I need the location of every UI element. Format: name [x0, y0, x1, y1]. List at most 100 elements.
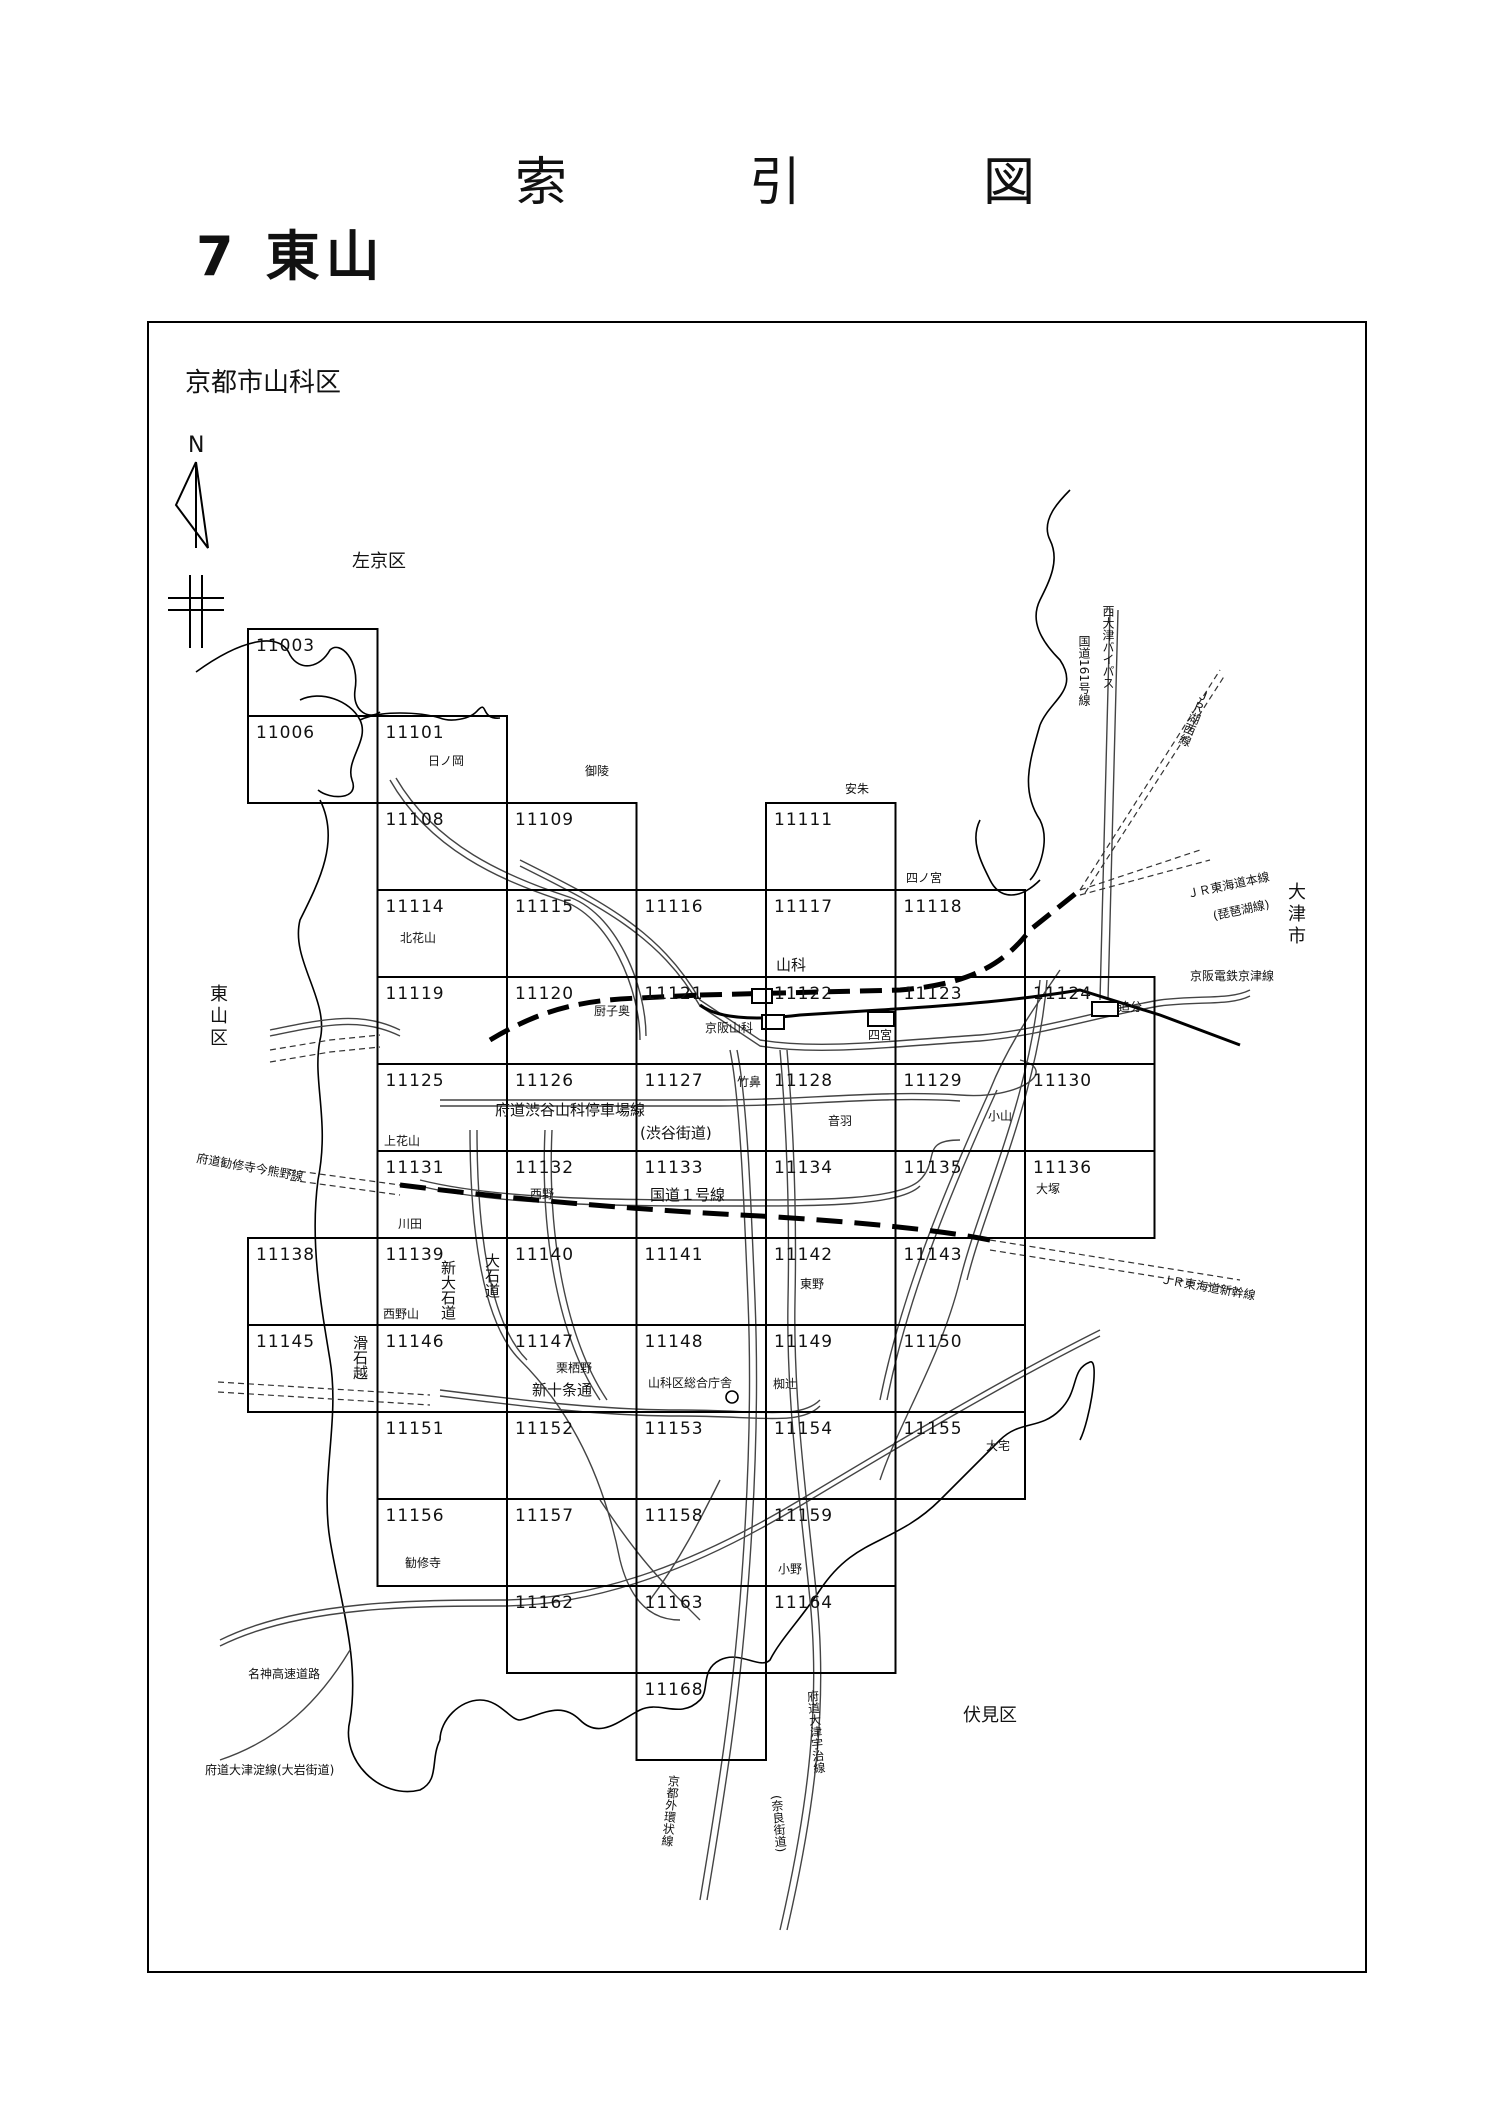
grid-cell-number: 11133 [645, 1158, 704, 1178]
place-oiwake: 追分 [1118, 999, 1142, 1014]
region-higashiyama-char-3: 区 [210, 1028, 228, 1049]
grid-cell[interactable]: 11135 [894, 1150, 1026, 1239]
grid-cell-number: 11126 [515, 1071, 574, 1091]
grid-cell[interactable]: 11138 [247, 1237, 379, 1326]
grid-cell-number: 11128 [774, 1071, 833, 1091]
grid-cell[interactable]: 11157 [506, 1498, 638, 1587]
grid-cell-number: 11101 [386, 723, 445, 743]
place-zushioku: 厨子奥 [594, 1004, 630, 1018]
grid-cell[interactable]: 11116 [635, 889, 767, 978]
grid-cell-number: 11108 [386, 810, 445, 830]
road-meishin: 名神高速道路 [248, 1666, 320, 1681]
grid-cell-number: 11168 [645, 1680, 704, 1700]
road-route1: 国道１号線 [650, 1186, 725, 1204]
rail-lines [217, 669, 1241, 1406]
grid-cell-number: 11162 [515, 1593, 574, 1613]
grid-cell-number: 11118 [904, 897, 963, 917]
grid-cell[interactable]: 11162 [506, 1585, 638, 1674]
grid-cell[interactable]: 11140 [506, 1237, 638, 1326]
road-keihan-keishin: 京阪電鉄京津線 [1190, 968, 1274, 983]
section-number: 7 [196, 225, 240, 288]
grid-cell-border [765, 1585, 897, 1674]
grid-cell-number: 11145 [256, 1332, 315, 1352]
grid-cell[interactable]: 11130 [1024, 1063, 1156, 1152]
ward-label: 京都市山科区 [185, 368, 342, 398]
map-frame [147, 321, 1367, 1973]
grid-cell[interactable]: 11154 [765, 1411, 897, 1500]
grid-cell[interactable]: 11114 [376, 889, 508, 978]
grid-cell[interactable]: 11151 [376, 1411, 508, 1500]
road-jr-tokaido-sub: (琵琶湖線) [1212, 896, 1271, 923]
road-route161: 国道161号線 [1077, 635, 1091, 706]
title-char-2: 引 [748, 153, 801, 213]
grid-cell-number: 11135 [904, 1158, 963, 1178]
grid-cell-number: 11114 [386, 897, 445, 917]
grid-cell[interactable]: 11115 [506, 889, 638, 978]
grid-cell[interactable]: 11108 [376, 802, 508, 891]
road-otsu-yodo: 府道大津淀線(大岩街道) [205, 1762, 334, 1777]
grid-cell-number: 11124 [1033, 984, 1092, 1004]
grid-cell[interactable]: 11168 [635, 1672, 767, 1761]
roads [219, 609, 1251, 1931]
grid-cell[interactable]: 11006 [247, 715, 379, 804]
grid-cell[interactable]: 11149 [765, 1324, 897, 1413]
title-char-1: 索 [515, 153, 568, 213]
grid-cell[interactable]: 11132 [506, 1150, 638, 1239]
place-shinomiya-area: 四ノ宮 [906, 870, 942, 885]
grid-cell[interactable]: 11003 [247, 628, 379, 717]
grid-cell-number: 11149 [774, 1332, 833, 1352]
grid-cell-number: 11150 [904, 1332, 963, 1352]
grid-cell-number: 11136 [1033, 1158, 1092, 1178]
grid-cell-number: 11154 [774, 1419, 833, 1439]
place-otsuka: 大塚 [1036, 1182, 1060, 1196]
grid-cell-number: 11134 [774, 1158, 833, 1178]
place-kanshuji: 勧修寺 [405, 1555, 441, 1570]
grid-cell[interactable]: 11148 [635, 1324, 767, 1413]
district-boundary [195, 489, 1095, 1793]
grid-cell[interactable]: 11146 [376, 1324, 508, 1413]
region-higashiyama-char-2: 山 [210, 1006, 228, 1027]
grid-cell-border [1024, 1150, 1156, 1239]
place-oyake: 大宅 [986, 1438, 1010, 1453]
grid-cell-number: 11141 [645, 1245, 704, 1265]
grid-cell-number: 11164 [774, 1593, 833, 1613]
grid-cell[interactable]: 11119 [376, 976, 508, 1065]
grid-cell[interactable]: 11158 [635, 1498, 767, 1587]
grid-cell-border [635, 1672, 767, 1761]
grid-cell-number: 11148 [645, 1332, 704, 1352]
region-higashiyama-char-1: 東 [210, 984, 228, 1005]
grid-cell-number: 11109 [515, 810, 574, 830]
region-otsu-char-3: 市 [1288, 926, 1306, 947]
grid-cell-number: 11131 [386, 1158, 445, 1178]
grid-cell[interactable]: 11156 [376, 1498, 508, 1587]
place-nishino: 西野 [530, 1187, 554, 1201]
title-char-3: 図 [982, 153, 1035, 213]
road-oishi: 大石道 [483, 1253, 501, 1298]
grid-cell-border [894, 1411, 1026, 1500]
grid-cell-number: 11156 [386, 1506, 445, 1526]
grid-cell-number: 11158 [645, 1506, 704, 1526]
grid-cell-number: 11146 [386, 1332, 445, 1352]
page-title: 索 引 図 [515, 140, 1035, 215]
grid-cell-number: 11117 [774, 897, 833, 917]
place-ono: 小野 [778, 1562, 802, 1576]
place-ward-office: 山科区総合庁舎 [648, 1375, 732, 1390]
grid-cell[interactable]: 11136 [1024, 1150, 1156, 1239]
grid-cell[interactable]: 11164 [765, 1585, 897, 1674]
grid-cell[interactable]: 11118 [894, 889, 1026, 978]
grid-cell[interactable]: 11155 [894, 1411, 1026, 1500]
road-kanshuji-imakumano: 府道勧修寺今熊野線 [195, 1150, 304, 1184]
place-kawada: 川田 [398, 1217, 422, 1231]
station-markers [751, 988, 1119, 1030]
grid-cell-number: 11163 [645, 1593, 704, 1613]
place-ashu: 安朱 [845, 781, 869, 796]
grid-cell[interactable]: 11123 [894, 976, 1026, 1065]
grid-cell[interactable]: 11111 [765, 802, 897, 891]
grid-cell[interactable]: 11109 [506, 802, 638, 891]
section-name: 東山 [265, 225, 386, 288]
grid-cell[interactable]: 11142 [765, 1237, 897, 1326]
region-sakyo: 左京区 [352, 551, 406, 572]
grid-cell-number: 11130 [1033, 1071, 1092, 1091]
grid-cell[interactable]: 11152 [506, 1411, 638, 1500]
